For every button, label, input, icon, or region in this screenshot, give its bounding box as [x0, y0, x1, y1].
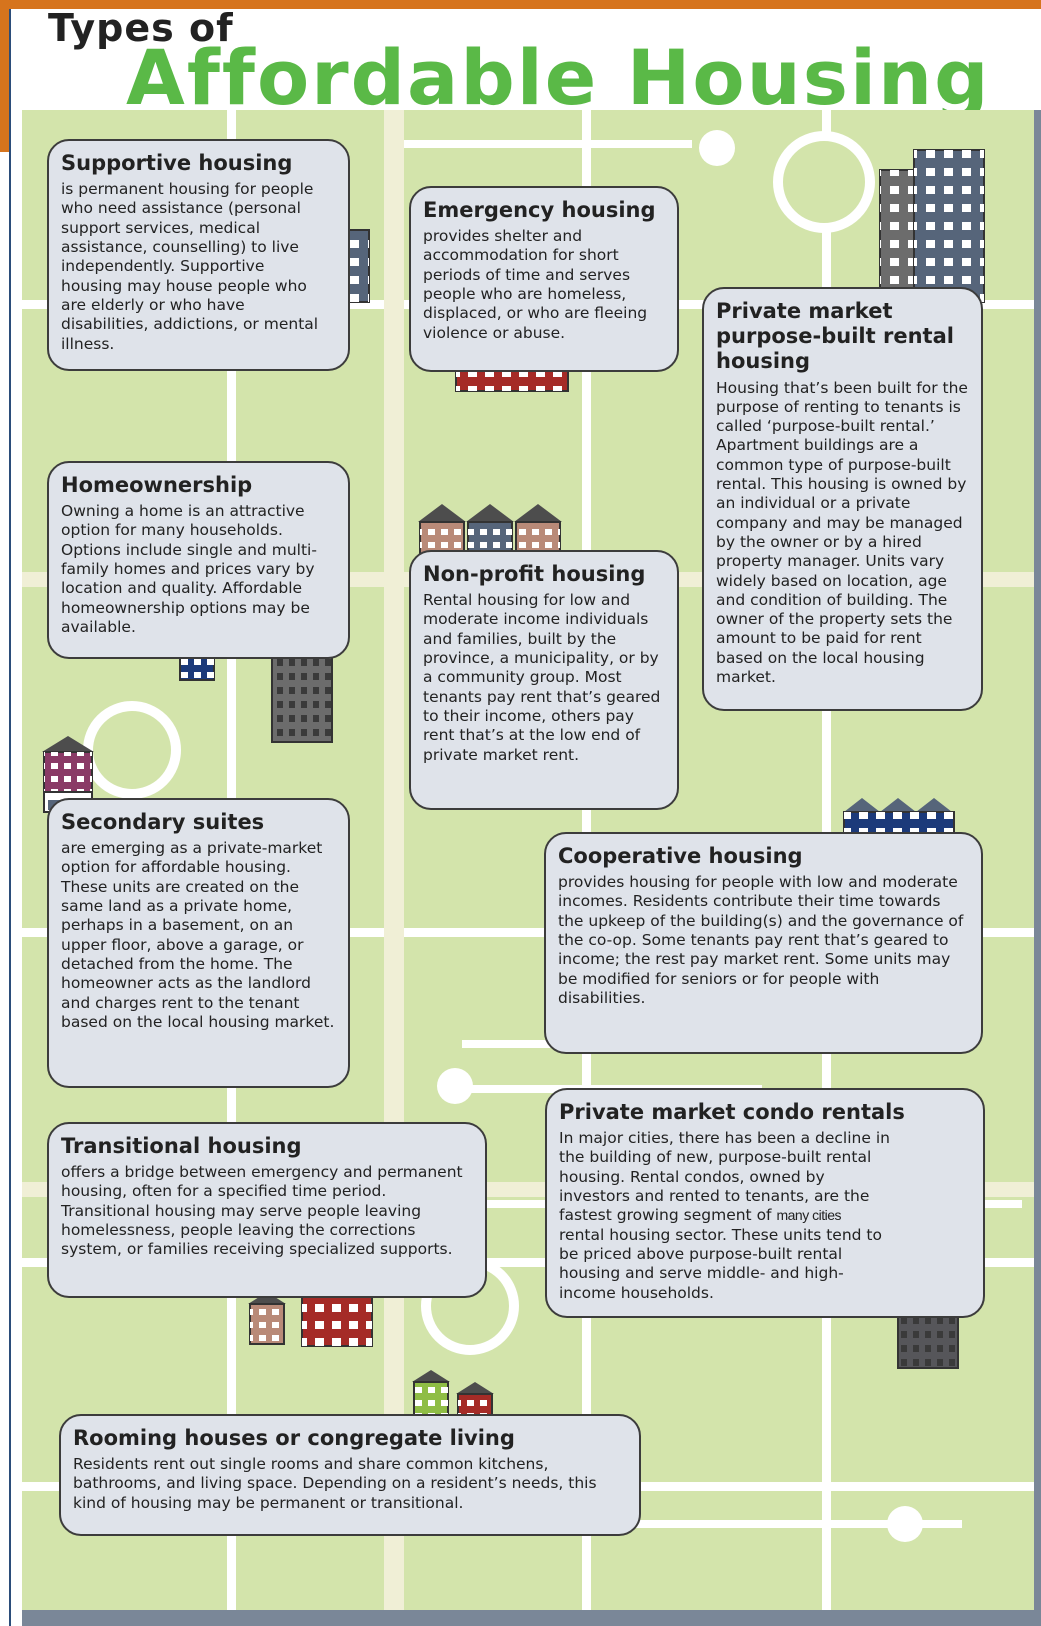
card-heading: Secondary suites [61, 810, 265, 834]
card-heading: Cooperative housing [558, 844, 803, 868]
card-body: provides shelter and accommodation for s… [423, 227, 648, 342]
card-emergency-housing: Emergency housing provides shelter and a… [409, 186, 679, 372]
card-heading: Rooming houses or congregate living [73, 1426, 515, 1450]
card-heading: Private market purpose-built rental hous… [716, 299, 954, 374]
title-line-1: Types of [48, 6, 234, 50]
card-body: Rental housing for low and moderate inco… [423, 591, 661, 764]
card-heading: Private market condo rentals [559, 1100, 905, 1124]
card-private-purpose-built: Private market purpose-built rental hous… [702, 287, 983, 711]
card-nonprofit-housing: Non-profit housing Rental housing for lo… [409, 550, 679, 810]
card-body-part-2: rental housing sector. These units tend … [559, 1225, 882, 1302]
card-body: Housing that’s been built for the purpos… [716, 378, 968, 687]
title-line-2: Affordable Housing [126, 33, 991, 122]
card-heading: Homeownership [61, 473, 253, 497]
twin-tower-building-icon [879, 149, 985, 303]
card-condo-rentals: Private market condo rentals In major ci… [545, 1088, 985, 1318]
orange-frame-top [0, 0, 1041, 9]
inline-note: many cities [776, 1207, 841, 1224]
blue-frame [9, 9, 1041, 1626]
card-cooperative-housing: Cooperative housing provides housing for… [544, 832, 983, 1054]
card-heading: Transitional housing [61, 1134, 302, 1158]
card-body: In major cities, there has been a declin… [559, 1129, 971, 1303]
card-body: provides housing for people with low and… [558, 873, 964, 1007]
frame-right-shadow [1034, 110, 1041, 1626]
card-body: is permanent housing for people who need… [61, 180, 319, 353]
card-body: Residents rent out single rooms and shar… [73, 1455, 597, 1512]
card-heading: Non-profit housing [423, 562, 646, 586]
card-body-part-1: In major cities, there has been a declin… [559, 1129, 890, 1225]
transitional-house-icon [248, 1292, 286, 1345]
card-heading: Emergency housing [423, 198, 656, 222]
card-body: are emerging as a private-market option … [61, 839, 335, 1031]
orange-frame-left [0, 0, 9, 152]
card-heading: Supportive housing [61, 151, 293, 175]
card-body: offers a bridge between emergency and pe… [61, 1163, 463, 1259]
frame-bottom-shadow [22, 1610, 1041, 1626]
card-supportive-housing: Supportive housing is permanent housing … [47, 139, 350, 371]
card-homeownership: Homeownership Owning a home is an attrac… [47, 461, 350, 659]
card-transitional-housing: Transitional housing offers a bridge bet… [47, 1122, 487, 1298]
card-secondary-suites: Secondary suites are emerging as a priva… [47, 798, 350, 1088]
card-body: Owning a home is an attractive option fo… [61, 502, 317, 636]
card-rooming-houses: Rooming houses or congregate living Resi… [59, 1414, 641, 1536]
